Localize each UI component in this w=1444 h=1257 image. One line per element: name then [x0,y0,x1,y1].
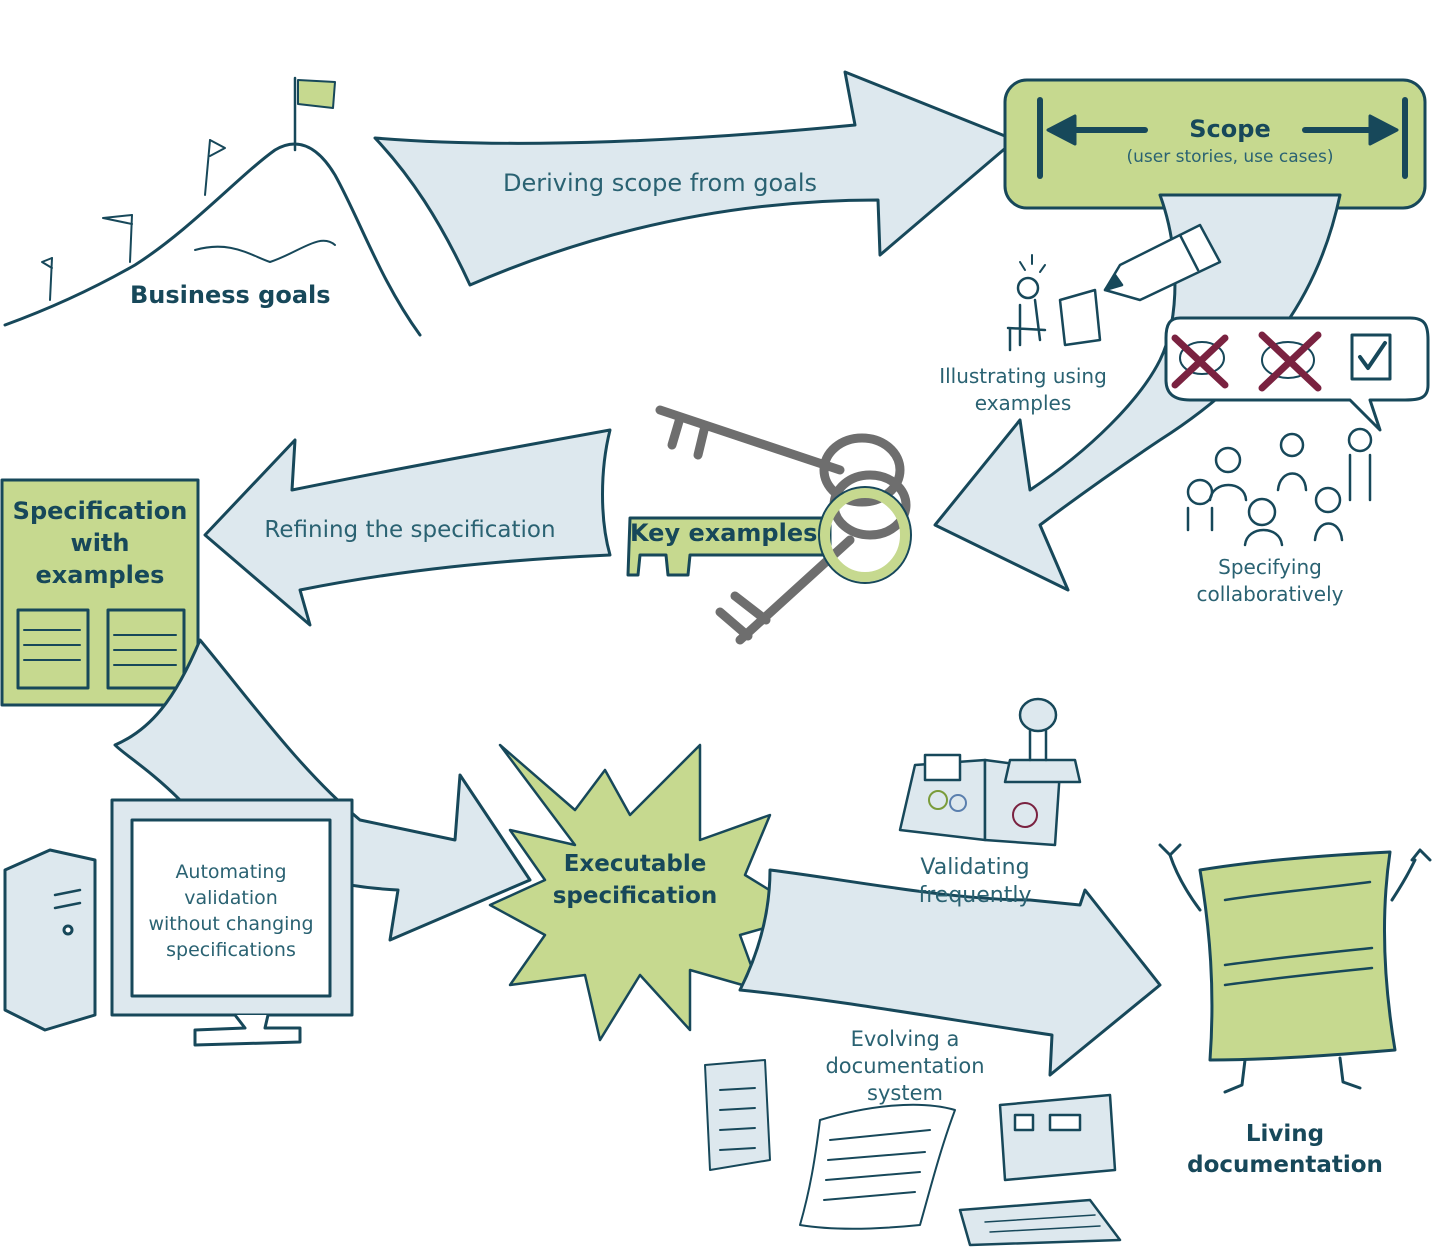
validating-label-1: Validating [920,855,1030,880]
executable-label-2: specification [552,883,718,909]
deriving-arrow-label: Deriving scope from goals [502,169,817,197]
evolving-label-3: system [867,1081,943,1105]
refining-arrow-label: Refining the specification [264,517,556,543]
person-drawing-icon [1006,254,1102,352]
executable-starburst [488,743,812,1042]
key-examples-label: Key examples [630,519,818,547]
evolving-label-1: Evolving a [850,1027,960,1051]
specifying-label-1: Specifying [1218,555,1322,579]
automating-label-4: specifications [166,939,296,961]
automating-label-2: validation [184,887,278,909]
validating-label-2: frequently [918,883,1032,908]
mountain-flags-icon [3,76,422,337]
evolving-label-2: documentation [825,1054,985,1078]
illustrating-label-1: Illustrating using [939,364,1107,388]
specification-label-2: with [70,529,130,557]
scope-title: Scope [1189,115,1271,143]
automating-label-3: without changing [148,913,314,935]
living-label-1: Living [1245,1121,1325,1147]
scope-box [1003,78,1427,210]
keys-icon [626,405,912,645]
living-label-2: documentation [1187,1152,1383,1178]
document-character-icon [1158,843,1432,1094]
scope-subtitle: (user stories, use cases) [1126,147,1334,167]
specification-label-1: Specification [12,497,188,525]
living-arrow-shape [738,868,1162,1077]
speech-bubble-icon [1164,316,1430,432]
computer-icon [3,798,354,1047]
automating-label-1: Automating [175,861,287,883]
monitor-icon [958,1093,1122,1247]
executable-label-1: Executable [563,851,707,877]
business-goals-label: Business goals [130,281,331,309]
people-group-icon [1186,427,1373,547]
specification-box [0,478,200,707]
deriving-arrow-shape [373,70,1017,287]
illustrating-label-2: examples [974,391,1072,415]
notes-icon [704,1059,956,1230]
pencil-icon [1103,223,1222,302]
specification-label-3: examples [35,561,165,589]
stamp-book-icon [898,697,1082,847]
refining-arrow-shape [203,428,612,627]
specifying-label-2: collaboratively [1196,582,1344,606]
